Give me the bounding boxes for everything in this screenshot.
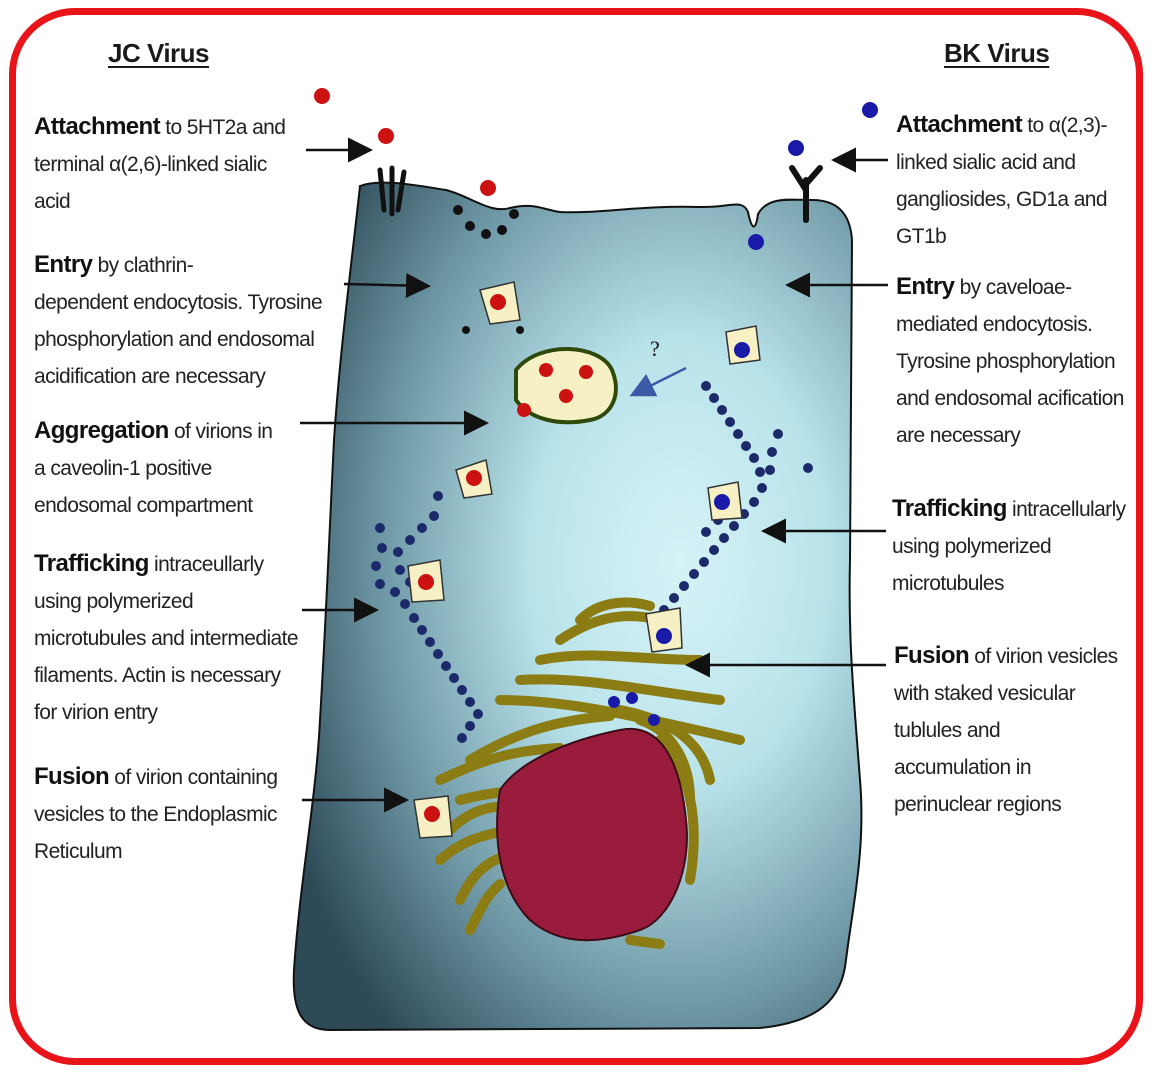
question-mark: ?: [650, 336, 660, 361]
jc-receptor-cluster: [380, 168, 404, 214]
aggregation-compartment: [516, 349, 616, 422]
